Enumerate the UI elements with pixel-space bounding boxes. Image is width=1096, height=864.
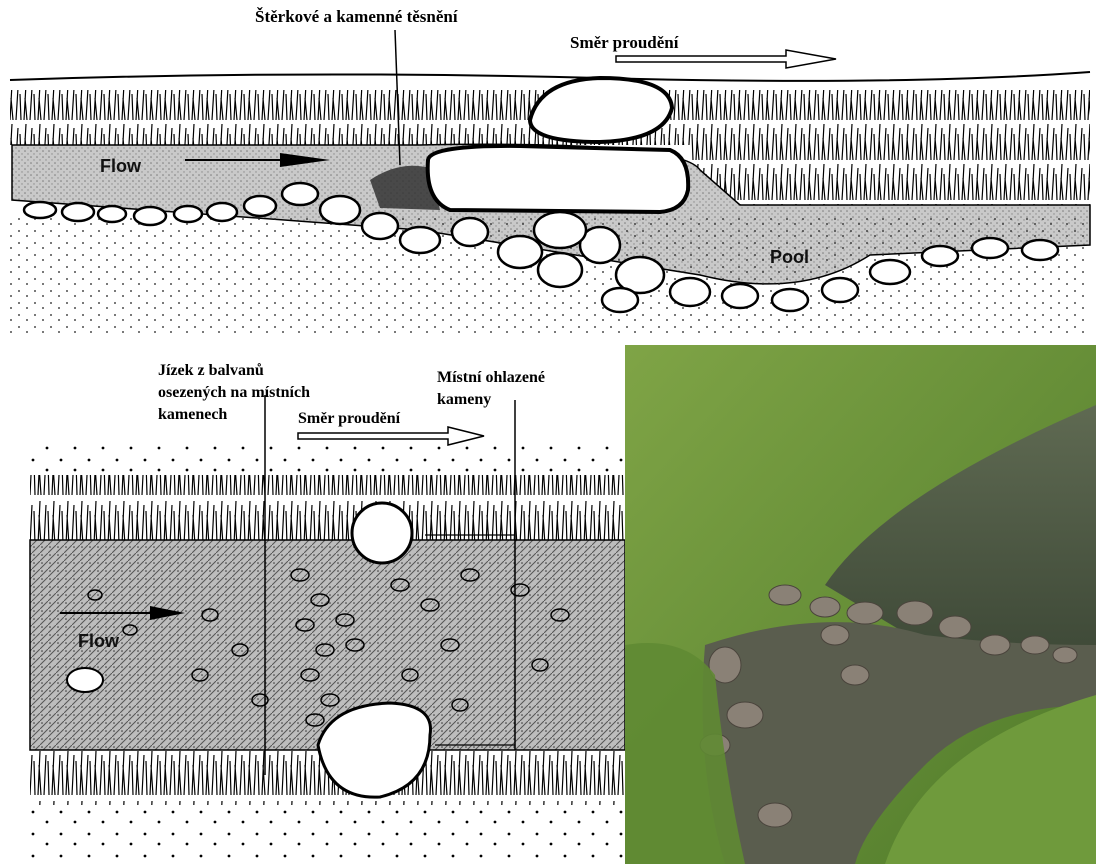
lower-soil-dots: [25, 805, 625, 860]
boulder-weir-label: Jízek z balvanů osezených na místních ka…: [158, 362, 314, 423]
direction-arrow: [616, 50, 836, 68]
plan-view-svg: Jízek z balvanů osezených na místních ka…: [0, 345, 625, 864]
ground-surface-line: [10, 72, 1090, 81]
bank-boulder: [530, 78, 672, 142]
stream-channel: [30, 540, 625, 750]
plan-flow-label: Flow: [78, 631, 120, 651]
stream-photo: [625, 345, 1096, 864]
cross-section-svg: Štěrkové a kamenné těsnění Směr proudění…: [0, 0, 1096, 340]
plan-direction-label: Směr proudění: [298, 410, 401, 427]
local-stones-label: Místní ohlazené kameny: [437, 369, 549, 408]
pool-label: Pool: [770, 247, 809, 267]
stream-photo-svg: [625, 345, 1096, 864]
plan-direction-arrow: [298, 427, 484, 445]
flow-label: Flow: [100, 156, 142, 176]
upper-bank-grass: [30, 475, 625, 540]
seal-label: Štěrkové a kamenné těsnění: [255, 7, 458, 26]
plan-view-diagram: Jízek z balvanů osezených na místních ka…: [0, 345, 625, 864]
direction-label: Směr proudění: [570, 33, 679, 52]
upper-boulder: [352, 503, 412, 563]
small-boulder: [67, 668, 103, 692]
large-boulder: [428, 146, 689, 212]
upper-soil-dots: [25, 445, 625, 475]
bank-grass-right: [690, 145, 1090, 205]
cross-section-diagram: Štěrkové a kamenné těsnění Směr proudění…: [0, 0, 1096, 340]
